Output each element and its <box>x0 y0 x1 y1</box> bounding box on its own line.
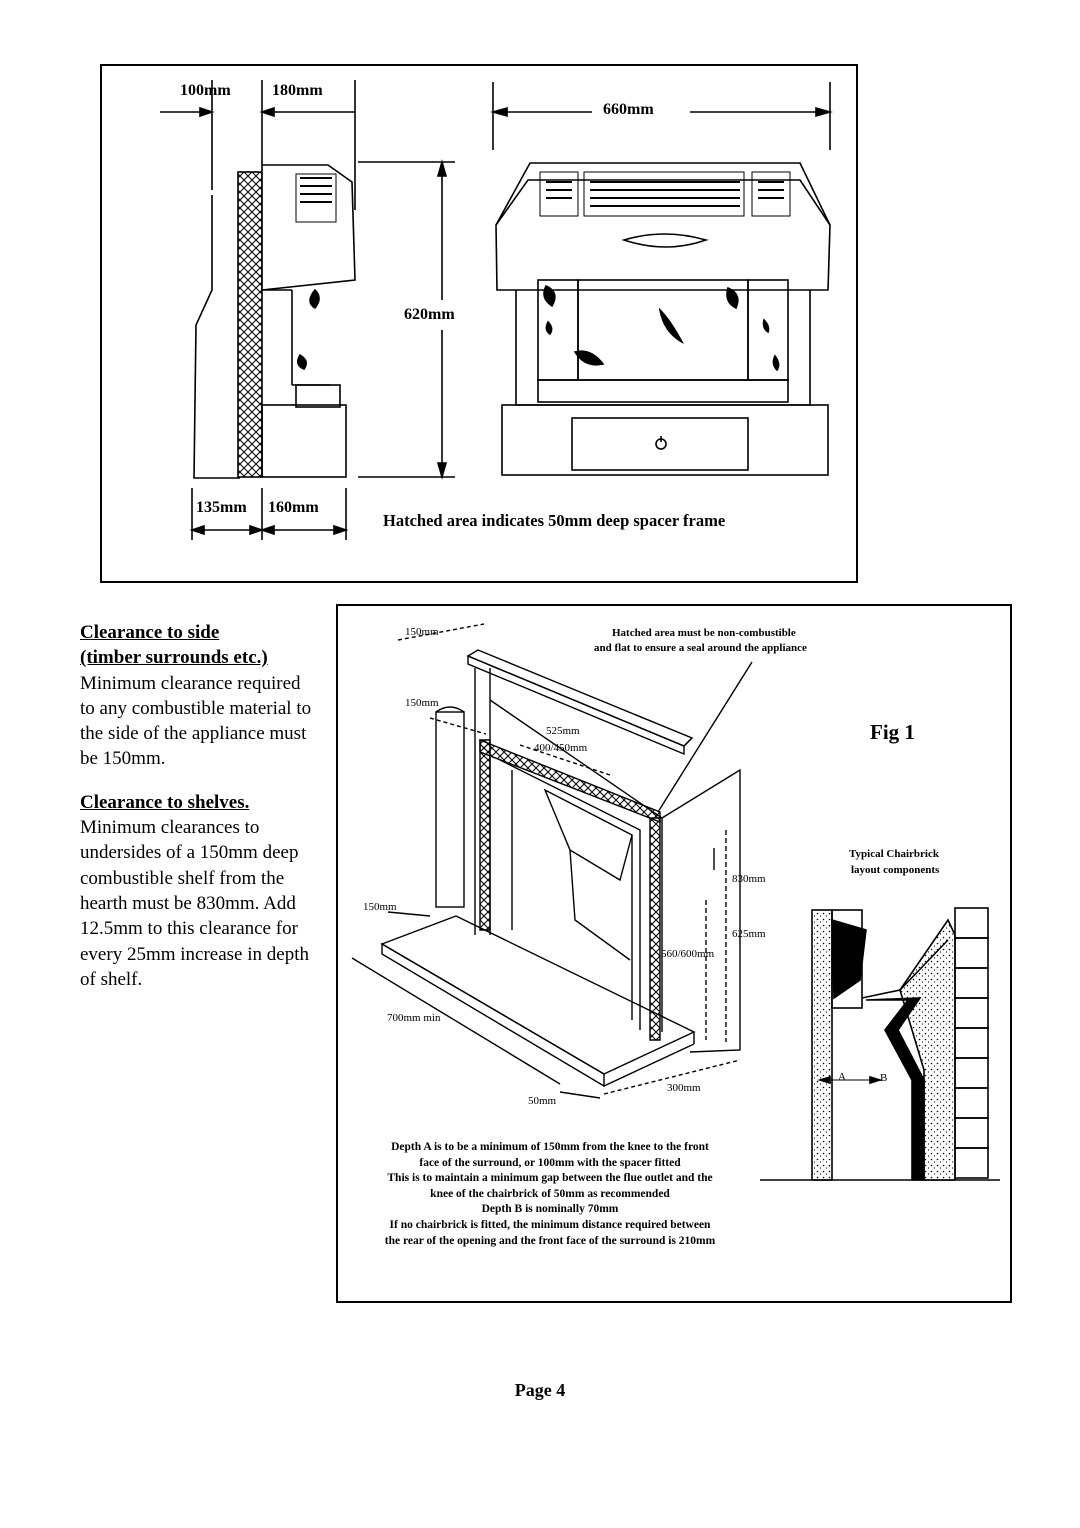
dim-100mm: 100mm <box>180 82 231 99</box>
dim-525mm: 525mm <box>546 725 580 737</box>
side-clearance-body: Minimum clearance required to any combus… <box>80 672 312 770</box>
dim-625mm: 625mm <box>732 928 766 940</box>
label-depth-b: B <box>880 1072 888 1084</box>
shelf-clearance-heading: Clearance to shelves. <box>80 791 250 813</box>
note-line: Depth B is nominally 70mm <box>481 1203 619 1216</box>
dim-660mm: 660mm <box>603 101 654 118</box>
side-clearance-heading-2: (timber surrounds etc.) <box>80 647 268 669</box>
shelf-clearance-body: Minimum clearances to undersides of a 15… <box>80 817 309 990</box>
note-line: face of the surround, or 100mm with the … <box>419 1156 681 1169</box>
side-clearance-paragraph: Clearance to side (timber surrounds etc.… <box>80 620 320 772</box>
dim-400-450mm: 400/450mm <box>534 742 588 754</box>
dim-135mm: 135mm <box>196 499 247 516</box>
chairbrick-section-drawing <box>760 907 1000 1181</box>
note-line: the rear of the opening and the front fa… <box>384 1234 716 1247</box>
hatched-note-line-2: and flat to ensure a seal around the app… <box>594 642 807 654</box>
label-depth-a: A <box>838 1071 846 1083</box>
bottom-figure-frame <box>336 604 1012 1303</box>
dim-50mm: 50mm <box>528 1095 557 1107</box>
note-line: Depth A is to be a minimum of 150mm from… <box>391 1141 709 1153</box>
dim-560-600mm: 560/600mm <box>661 948 715 960</box>
hatched-note-line-1: Hatched area must be non-combustible <box>612 627 796 639</box>
clearance-notes: Clearance to side (timber surrounds etc.… <box>80 620 320 1010</box>
note-line: If no chairbrick is fitted, the minimum … <box>389 1218 711 1231</box>
chairbrick-notes: Depth A is to be a minimum of 150mm from… <box>340 1140 760 1249</box>
dim-180mm: 180mm <box>272 82 323 99</box>
surround-isometric-drawing <box>351 623 753 1099</box>
dim-300mm: 300mm <box>667 1082 701 1094</box>
chairbrick-label-2: layout components <box>851 864 940 876</box>
note-line: This is to maintain a minimum gap betwee… <box>387 1172 713 1185</box>
dim-160mm: 160mm <box>268 499 319 516</box>
chairbrick-label-1: Typical Chairbrick <box>849 848 939 860</box>
top-figure-caption: Hatched area indicates 50mm deep spacer … <box>383 511 726 530</box>
top-figure-frame <box>100 64 858 583</box>
note-line: knee of the chairbrick of 50mm as recomm… <box>430 1187 670 1200</box>
side-clearance-heading-1: Clearance to side <box>80 622 220 643</box>
brick-courses <box>954 907 989 1179</box>
side-elevation-drawing <box>160 80 455 540</box>
dim-150mm-mid: 150mm <box>405 697 439 709</box>
front-elevation-drawing <box>490 82 833 476</box>
dim-830mm: 830mm <box>732 873 766 885</box>
dim-150mm-low: 150mm <box>363 901 397 913</box>
page-number: Page 4 <box>514 1380 566 1400</box>
fig-label: Fig 1 <box>870 720 915 744</box>
dim-150mm-top: 150mm <box>405 626 439 638</box>
shelf-clearance-paragraph: Clearance to shelves. Minimum clearances… <box>80 790 320 992</box>
dim-620mm: 620mm <box>404 306 455 323</box>
dim-700mm-min: 700mm min <box>387 1012 441 1024</box>
